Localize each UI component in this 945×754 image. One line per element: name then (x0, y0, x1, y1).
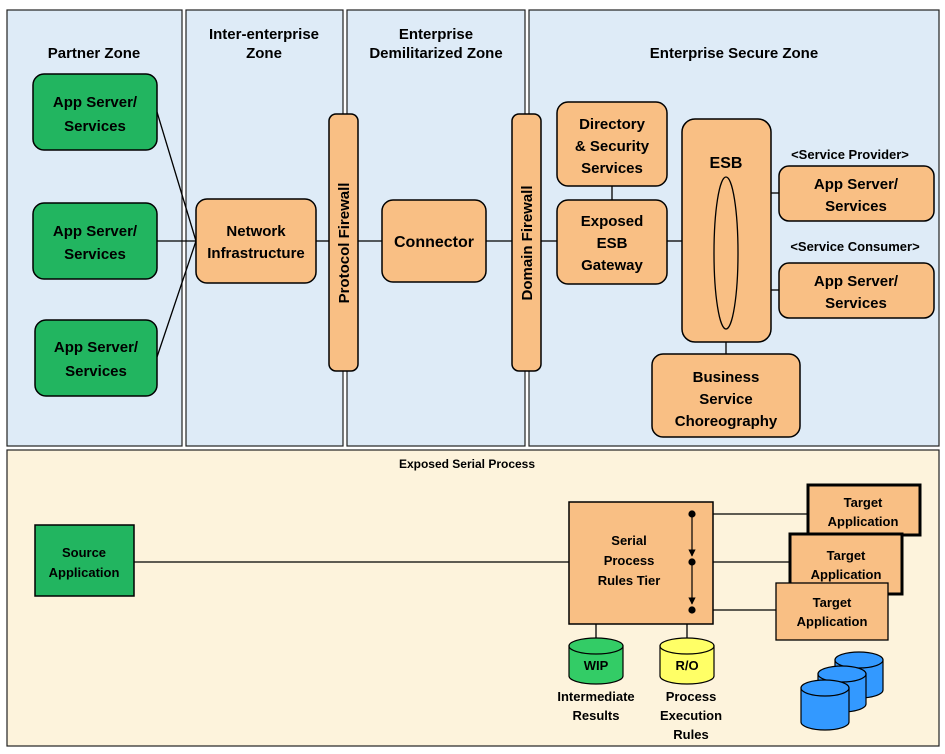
exposed-esb-gateway-box: Exposed ESB Gateway (556, 199, 668, 285)
inter-enterprise-title-2: Zone (246, 45, 282, 62)
svg-text:Domain Firewall: Domain Firewall (519, 185, 536, 300)
connector-box: Connector (381, 199, 487, 283)
ro-label: R/O (675, 658, 698, 673)
svg-text:Directory: Directory (579, 116, 646, 133)
svg-text:Process: Process (604, 553, 655, 568)
svg-text:Application: Application (797, 614, 868, 629)
protocol-firewall: Protocol Firewall (328, 113, 359, 372)
svg-text:Serial: Serial (611, 533, 646, 548)
svg-text:Infrastructure: Infrastructure (207, 245, 305, 262)
choreography-box: Business Service Choreography (651, 353, 801, 438)
connectors (134, 111, 808, 640)
serial-process-title: Exposed Serial Process (399, 457, 535, 471)
ro-caption-3: Rules (673, 727, 708, 742)
svg-text:& Security: & Security (575, 138, 650, 155)
dmz-title-2: Demilitarized Zone (369, 45, 502, 62)
dmz-title-1: Enterprise (399, 26, 473, 43)
service-provider-app: App Server/ Services (778, 165, 935, 222)
service-consumer-app: App Server/ Services (778, 262, 935, 319)
esb-bus-ellipse (713, 176, 739, 330)
network-infrastructure-box: Network Infrastructure (195, 198, 317, 284)
domain-firewall: Domain Firewall (511, 113, 542, 372)
directory-security-box: Directory & Security Services (556, 101, 668, 187)
svg-text:App Server/: App Server/ (54, 339, 139, 356)
wip-caption-2: Results (573, 708, 620, 723)
service-consumer-role: <Service Consumer> (790, 239, 920, 254)
svg-text:Services: Services (64, 246, 126, 263)
svg-text:Gateway: Gateway (581, 257, 643, 274)
svg-text:Network: Network (226, 223, 286, 240)
target-databases (800, 651, 884, 731)
database-icon (800, 679, 850, 731)
svg-text:Target: Target (827, 548, 866, 563)
svg-text:Application: Application (811, 567, 882, 582)
svg-text:Target: Target (813, 595, 852, 610)
wip-database-icon (568, 637, 624, 685)
ro-caption-2: Execution (660, 708, 722, 723)
partner-app-2: App Server/ Services (32, 202, 158, 280)
wip-caption-1: Intermediate (557, 689, 634, 704)
svg-text:Services: Services (825, 295, 887, 312)
target-application-1: Target Application (806, 483, 922, 537)
ro-database-icon (659, 637, 715, 685)
svg-text:App Server/: App Server/ (814, 176, 899, 193)
svg-text:Application: Application (828, 514, 899, 529)
svg-text:Target: Target (844, 495, 883, 510)
partner-app-1: App Server/ Services (32, 73, 158, 151)
service-provider-role: <Service Provider> (791, 147, 909, 162)
svg-text:Services: Services (65, 363, 127, 380)
svg-text:Application: Application (49, 565, 120, 580)
partner-app-3: App Server/ Services (34, 319, 158, 397)
inter-enterprise-title-1: Inter-enterprise (209, 26, 319, 43)
svg-text:Services: Services (581, 160, 643, 177)
svg-text:App Server/: App Server/ (814, 273, 899, 290)
svg-text:ESB: ESB (597, 235, 628, 252)
partner-zone-title: Partner Zone (48, 45, 141, 62)
svg-text:Exposed: Exposed (581, 213, 644, 230)
svg-text:App Server/: App Server/ (53, 94, 138, 111)
svg-text:App Server/: App Server/ (53, 223, 138, 240)
svg-text:Choreography: Choreography (675, 413, 778, 430)
svg-text:Services: Services (825, 198, 887, 215)
ro-caption-1: Process (666, 689, 717, 704)
svg-text:ESB: ESB (710, 155, 743, 172)
source-application-box: Source Application (34, 524, 135, 597)
svg-text:Services: Services (64, 118, 126, 135)
rules-tier-sequence-arrows (688, 510, 696, 614)
esb-box: ESB (681, 118, 772, 343)
svg-text:Business: Business (693, 369, 760, 386)
wip-label: WIP (584, 658, 609, 673)
svg-text:Rules Tier: Rules Tier (598, 573, 661, 588)
svg-text:Service: Service (699, 391, 752, 408)
svg-text:Connector: Connector (394, 234, 474, 251)
svg-text:Protocol Firewall: Protocol Firewall (336, 183, 353, 304)
secure-zone-title: Enterprise Secure Zone (650, 45, 818, 62)
svg-text:Source: Source (62, 545, 106, 560)
rules-tier-box: Serial Process Rules Tier (568, 501, 714, 625)
target-application-3: Target Application (775, 582, 889, 641)
